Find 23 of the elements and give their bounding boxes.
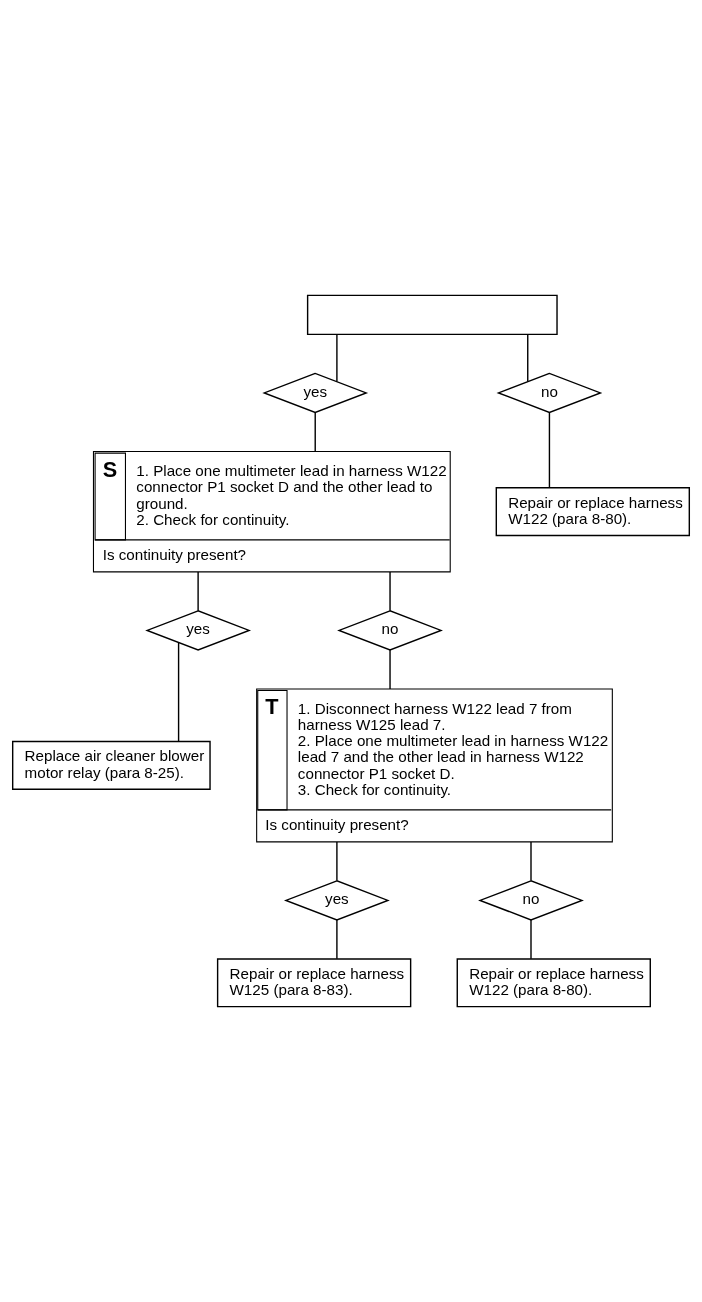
connector [527, 333, 529, 383]
node-box: Repair or replace harness W125 (para 8-83). [216, 958, 412, 1008]
connector [314, 411, 316, 452]
connector [336, 333, 338, 383]
node-diamond: yes [145, 610, 252, 651]
connector [530, 841, 532, 882]
connector [197, 571, 199, 612]
connector [389, 571, 391, 612]
node-diamond: yes [262, 372, 369, 414]
node-box: Repair or replace harness W122 (para 8-80). [456, 958, 651, 1008]
connector [389, 649, 391, 690]
connector [530, 919, 532, 960]
connector [336, 919, 338, 960]
node-diamond: no [337, 610, 443, 651]
connector [548, 411, 551, 489]
connector [177, 642, 180, 742]
connector [336, 841, 338, 882]
node-diamond: no [496, 372, 603, 414]
node-box: Replace air cleaner blower motor relay (para 8-25). [12, 740, 211, 790]
node-diamond: no [478, 880, 584, 921]
node-diamond: yes [283, 880, 390, 921]
node-box: Repair or replace harness W122 (para 8-80). [495, 487, 690, 537]
node-box [306, 294, 558, 336]
